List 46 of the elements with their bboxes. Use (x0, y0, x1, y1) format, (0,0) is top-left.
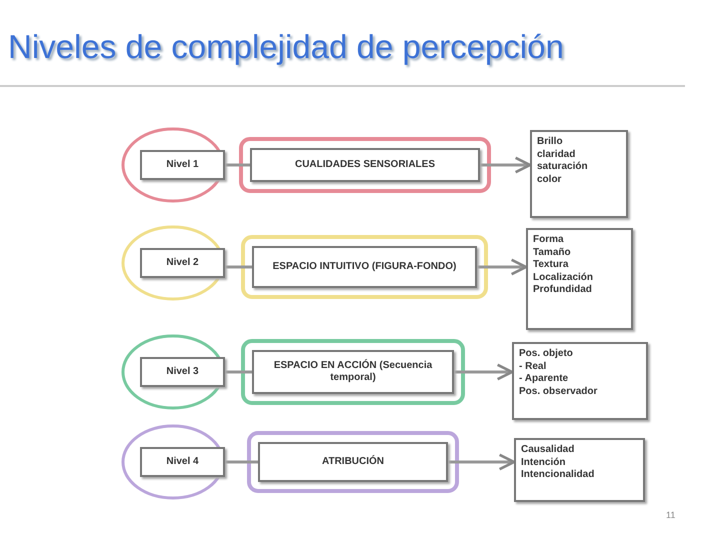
connector (225, 460, 258, 464)
connector (454, 363, 514, 381)
node-text: Forma (533, 234, 565, 246)
process-box (258, 442, 448, 482)
connector (477, 258, 528, 276)
node-text: CUALIDADES SENSORIALES (294, 158, 435, 172)
list-box (512, 342, 648, 420)
node-text: Textura (533, 259, 570, 272)
node-text: ATRIBUCIÓN (322, 456, 384, 468)
node-text: Tamaño (533, 246, 572, 259)
list-box (514, 438, 645, 502)
process-box (252, 350, 454, 394)
node-text: Nivel 1 (166, 158, 199, 172)
node-text: ESPACIO EN ACCIÓN (Secuencia temporal) (272, 360, 434, 384)
node-text: Profundidad (533, 284, 593, 296)
level-box (140, 357, 225, 387)
node-text: Pos. objeto (519, 348, 574, 360)
list-box (526, 228, 633, 330)
list-box (530, 130, 628, 218)
connector (225, 164, 250, 166)
process-box (252, 246, 477, 288)
title: Niveles de complejidad de percepción (8, 28, 564, 66)
connector (225, 370, 252, 374)
connector (225, 266, 252, 268)
node-text: Causalidad (521, 444, 576, 456)
node-text: Pos. observador (519, 386, 598, 398)
node-text: ESPACIO INTUITIVO (FIGURA-FONDO) (272, 260, 456, 274)
level-box (140, 150, 225, 180)
node-text: Nivel 2 (166, 256, 199, 270)
node-text: saturación (537, 161, 589, 174)
node-text: Localización (533, 272, 594, 284)
node-text: Intención (521, 456, 566, 469)
node-text: claridad (537, 148, 576, 161)
page-number: 11 (666, 510, 676, 520)
process-box (250, 148, 480, 182)
connector (448, 453, 516, 471)
node-text: - Aparente (519, 373, 570, 386)
node-text: Brillo (537, 136, 564, 148)
node-text: - Real (519, 360, 548, 373)
node-text: Nivel 4 (166, 456, 199, 468)
node-text: color (537, 174, 562, 186)
connector (480, 156, 532, 174)
node-text: Nivel 3 (166, 366, 199, 378)
level-box (140, 248, 225, 278)
node-text: Intencionalidad (521, 469, 596, 482)
level-box (140, 447, 225, 477)
